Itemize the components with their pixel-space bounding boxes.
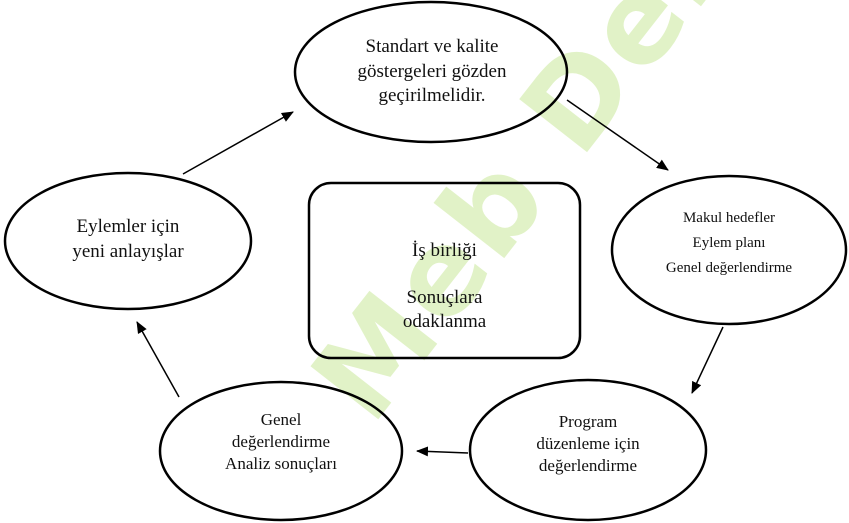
bottom-left-node-label: Genel değerlendirme Analiz sonuçları	[171, 409, 391, 475]
center-box-rect	[307, 181, 582, 360]
bottom-right-node-ellipse	[468, 378, 708, 522]
top-node-ellipse	[293, 0, 569, 144]
bottom-right-node-label: Program düzenleme için değerlendirme	[482, 411, 694, 477]
right-node-label: Makul hedefler Eylem planı Genel değerle…	[620, 206, 838, 280]
arrow-right-to-bottom-right	[691, 326, 724, 394]
top-node-label: Standart ve kalite göstergeleri gözden g…	[301, 35, 563, 109]
arrow-left-to-top	[182, 111, 294, 175]
left-node-line: Eylemler için	[76, 216, 180, 237]
bottom-right-node-line: düzenleme için	[536, 434, 640, 454]
top-node-line: geçirilmelidir.	[378, 85, 486, 107]
bottom-left-node-line: Analiz sonuçları	[225, 454, 337, 474]
center-box-line-2: Sonuçlara	[406, 286, 483, 308]
left-node-ellipse	[3, 171, 253, 311]
arrow-top-to-right	[566, 99, 669, 171]
right-node-line: Makul hedefler	[682, 210, 776, 226]
center-box-line-1: İş birliği	[412, 240, 477, 261]
top-node-line: Standart ve kalite	[365, 36, 499, 57]
right-node-ellipse	[610, 174, 848, 326]
left-node-line: yeni anlayışlar	[72, 240, 184, 262]
center-box-line-3: odaklanma	[402, 311, 487, 333]
center-box-label: İş birliği Sonuçlara odaklanma	[312, 239, 577, 335]
bottom-left-node-line: Genel	[260, 410, 302, 429]
bottom-right-node-line: değerlendirme	[538, 456, 638, 476]
arrow-bottom-right-to-bottom-left	[416, 446, 469, 457]
bottom-left-node-ellipse	[158, 380, 404, 522]
bottom-right-node-line: Program	[558, 412, 618, 431]
arrow-bottom-left-to-left	[136, 321, 180, 398]
bottom-left-node-line: değerlendirme	[231, 432, 331, 452]
left-node-label: Eylemler için yeni anlayışlar	[18, 215, 238, 264]
right-node-line: Eylem planı	[692, 234, 766, 251]
right-node-line: Genel değerlendirme	[665, 259, 793, 276]
top-node-line: göstergeleri gözden	[357, 60, 507, 82]
